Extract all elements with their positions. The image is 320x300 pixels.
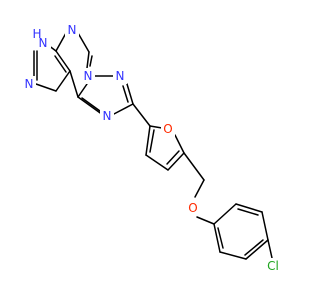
bond xyxy=(55,50,71,72)
nitrogen-label: N xyxy=(39,36,48,50)
atom-n-pyrimidine: N xyxy=(65,22,79,38)
bond xyxy=(217,227,224,249)
bond xyxy=(77,32,90,53)
oxygen-label: O xyxy=(163,122,172,136)
atom-labels-layer: H N N N N N xyxy=(22,22,283,274)
bond xyxy=(196,216,215,225)
bond xyxy=(213,223,221,253)
bond xyxy=(69,70,79,98)
nitrogen-label: N xyxy=(116,69,125,83)
bond xyxy=(149,129,155,153)
bond xyxy=(219,251,247,260)
atom-n-triazole-bottom: N xyxy=(100,108,114,124)
bond xyxy=(213,203,237,225)
bond xyxy=(111,103,134,116)
bond xyxy=(244,239,264,256)
nitrogen-label: N xyxy=(103,109,112,123)
chlorine-label: Cl xyxy=(267,259,279,273)
bond xyxy=(126,83,134,105)
bond xyxy=(261,211,269,241)
bond xyxy=(235,203,263,213)
hydrogen-label: H xyxy=(32,27,41,41)
molecule-structure: H N N N N N xyxy=(22,22,283,274)
bond xyxy=(77,83,88,98)
bond xyxy=(149,125,163,129)
atom-n-triazole-top: N xyxy=(113,68,127,84)
bond xyxy=(35,83,57,92)
bond xyxy=(122,85,129,103)
bond xyxy=(77,96,104,116)
bond xyxy=(166,150,180,165)
bonds-layer xyxy=(33,32,273,260)
bond xyxy=(267,239,273,259)
nitrogen-label: N xyxy=(68,23,77,37)
bond xyxy=(245,239,269,260)
atom-n-pyrazole: N xyxy=(22,76,36,92)
atom-cl: Cl xyxy=(263,258,283,274)
bond xyxy=(55,32,67,52)
atom-o-furan: O xyxy=(161,121,175,137)
bond xyxy=(237,208,259,216)
nitrogen-label: N xyxy=(25,77,34,91)
nitrogen-label: N xyxy=(84,69,93,83)
atom-o-ether: O xyxy=(186,200,200,216)
bond xyxy=(55,70,71,92)
bond xyxy=(194,179,205,198)
atom-n-bridge: N xyxy=(81,68,95,84)
bond xyxy=(145,125,151,156)
molecule-canvas: H N N N N N xyxy=(22,22,283,274)
bond xyxy=(89,55,93,67)
bond xyxy=(132,103,151,127)
bond xyxy=(145,154,169,171)
bond xyxy=(54,55,67,73)
bond xyxy=(174,134,185,154)
bond xyxy=(183,152,205,181)
bond xyxy=(81,97,101,112)
atom-n-pyrazole-h: H N xyxy=(32,27,51,50)
bond xyxy=(86,51,90,69)
bond xyxy=(167,152,185,171)
oxygen-label: O xyxy=(188,201,197,215)
